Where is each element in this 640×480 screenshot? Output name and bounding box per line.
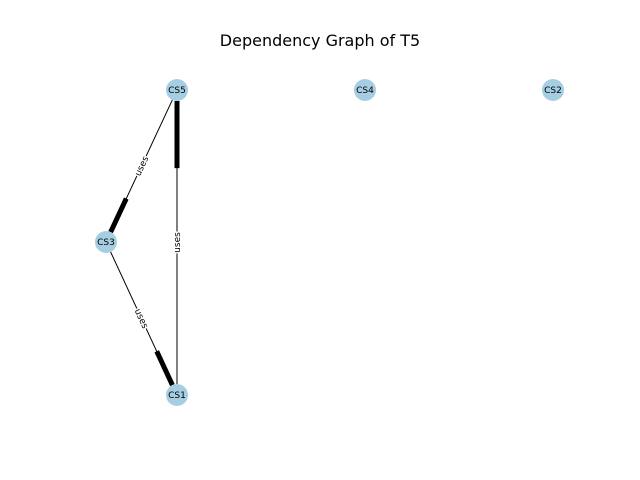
node-circle: [542, 79, 564, 101]
edge-label-group: uses: [131, 153, 152, 179]
node-cs4: CS4: [354, 79, 376, 101]
edge-label: uses: [134, 155, 152, 178]
node-label: CS3: [97, 238, 115, 248]
edge-CS1-CS5: uses: [171, 101, 183, 384]
node-label: CS5: [168, 86, 186, 96]
edge-label-bg: [131, 305, 152, 332]
node-cs3: CS3: [95, 231, 117, 253]
edge-label-bg: [131, 153, 152, 179]
node-circle: [166, 384, 188, 406]
node-cs1: CS1: [166, 384, 188, 406]
node-label: CS1: [168, 391, 186, 401]
node-cs5: CS5: [166, 79, 188, 101]
node-circle: [354, 79, 376, 101]
node-circle: [95, 231, 117, 253]
node-circle: [166, 79, 188, 101]
edge-label-bg: [171, 231, 183, 254]
node-cs2: CS2: [542, 79, 564, 101]
edge-label-group: uses: [171, 231, 183, 254]
edge-arrowhead: [108, 197, 129, 234]
edge-label: uses: [173, 232, 183, 253]
edge-label-group: uses: [131, 305, 152, 332]
node-label: CS2: [544, 86, 562, 96]
graph-title: Dependency Graph of T5: [219, 31, 421, 50]
edge-label: uses: [132, 307, 150, 330]
edge-CS5-CS3: uses: [108, 99, 173, 234]
edge-arrowhead: [154, 350, 175, 387]
edge-CS3-CS1: uses: [110, 251, 175, 387]
node-label: CS4: [356, 86, 374, 96]
